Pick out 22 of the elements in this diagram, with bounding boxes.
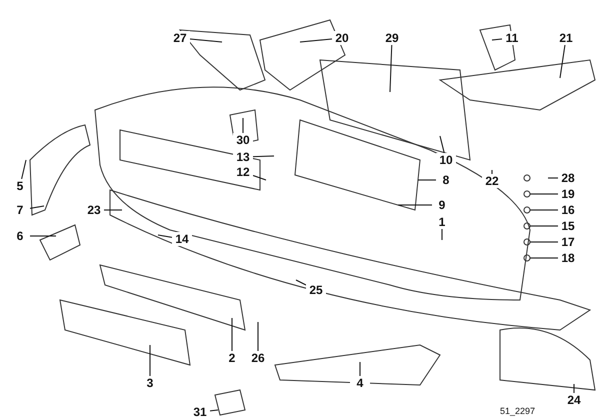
leader-line [30, 206, 44, 209]
leader-line [492, 38, 502, 40]
leader-line [190, 38, 222, 42]
callout-number: 13 [233, 150, 253, 164]
callout-number: 14 [172, 232, 192, 246]
leader-line [300, 38, 332, 42]
leader-line [296, 280, 306, 286]
leader-line [398, 204, 432, 206]
leader-line [390, 44, 392, 92]
callout-number: 10 [436, 153, 456, 167]
callout-number: 4 [350, 376, 370, 390]
leader-line [21, 160, 26, 180]
leader-line [440, 136, 445, 154]
callout-number: 25 [306, 283, 326, 297]
leader-line [560, 44, 566, 78]
diagram-number: 51_2297 [500, 406, 536, 416]
callout-number: 30 [233, 133, 253, 147]
leader-line [242, 118, 244, 134]
leader-line [210, 410, 218, 412]
leader-line [252, 174, 266, 180]
leader-line [252, 156, 274, 158]
leader-line [158, 234, 172, 238]
